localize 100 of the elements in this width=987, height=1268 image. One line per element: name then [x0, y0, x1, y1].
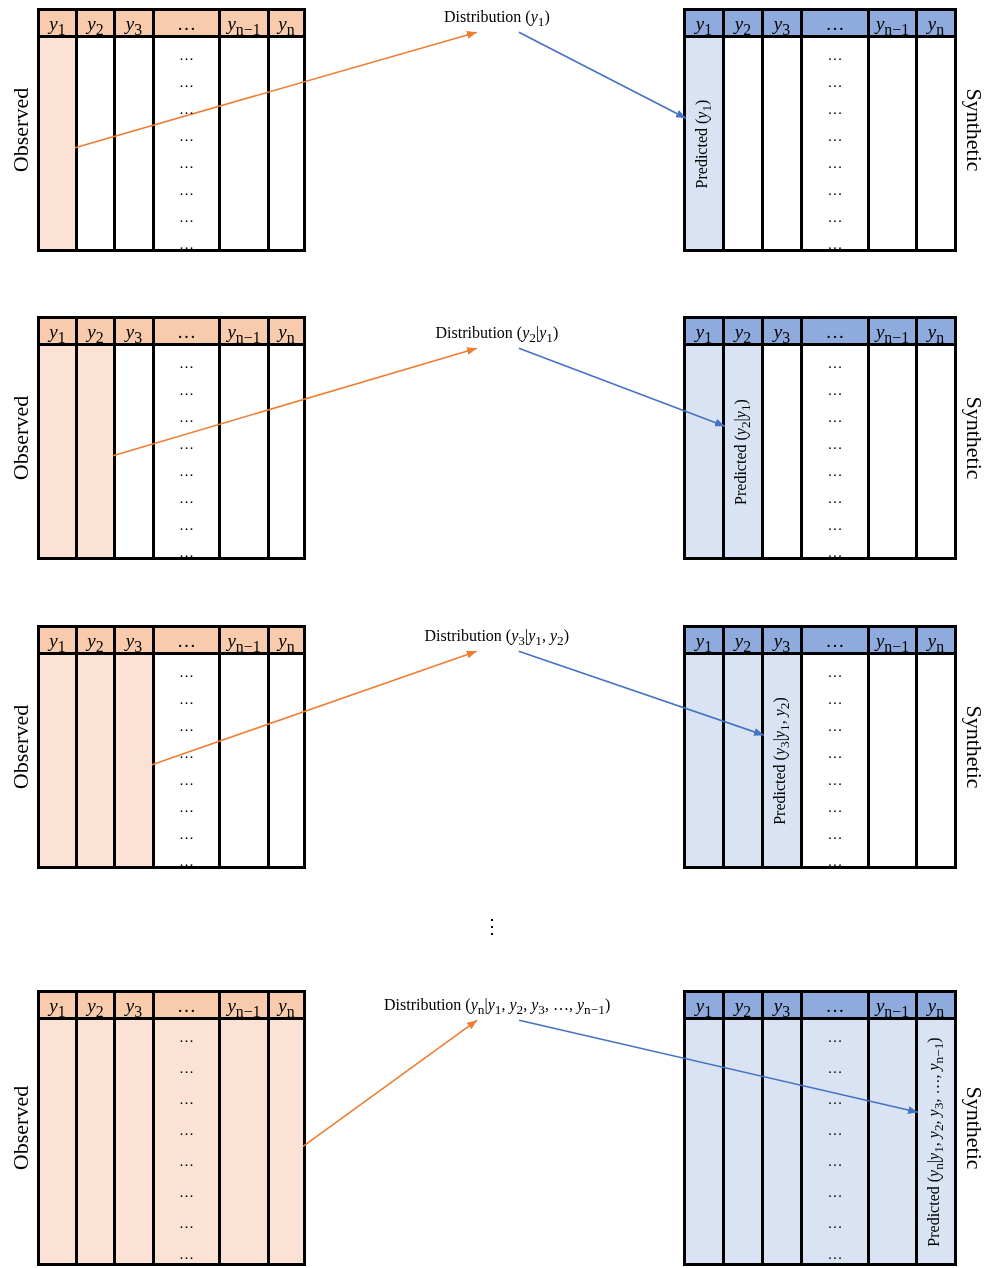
- column-header: y$_{n}$: [270, 319, 303, 343]
- column-header: y$_{3}$: [116, 628, 152, 652]
- ellipsis: …: [826, 48, 844, 63]
- column-header: y$_{n−1}$: [221, 319, 267, 343]
- ellipsis: …: [178, 464, 195, 479]
- column-header: y$_{3}$: [764, 11, 800, 35]
- column-header: …: [155, 319, 218, 343]
- column-header: y$_{1}$: [40, 11, 75, 35]
- arrow: [518, 1019, 919, 1114]
- ellipsis: …: [826, 1154, 844, 1169]
- ellipsis: …: [826, 464, 844, 479]
- column-header: y$_{3}$: [116, 11, 152, 35]
- column-header: y$_{2}$: [78, 993, 113, 1017]
- column-header: y$_{2}$: [78, 11, 113, 35]
- column-header: y$_{n−1}$: [870, 319, 915, 343]
- column-header: y$_{3}$: [116, 993, 152, 1017]
- distribution-label: Distribution (y$_{2}$|y$_{1}$): [435, 324, 559, 347]
- distribution-label: Distribution (y$_{3}$|y$_{1}$, y$_{2}$): [424, 627, 570, 650]
- ellipsis: …: [178, 518, 195, 533]
- column-header: y$_{n−1}$: [870, 993, 915, 1017]
- ellipsis: …: [826, 800, 844, 815]
- ellipsis: …: [178, 1216, 195, 1231]
- arrow: [518, 31, 687, 119]
- ellipsis: …: [826, 237, 844, 252]
- column-header: y$_{1}$: [686, 628, 722, 652]
- column-header: …: [803, 628, 867, 652]
- ellipsis: …: [826, 719, 844, 734]
- column-header: y$_{1}$: [40, 993, 75, 1017]
- ellipsis: …: [826, 545, 844, 560]
- arrow: [151, 650, 478, 766]
- ellipsis: …: [178, 183, 195, 198]
- ellipsis: …: [826, 75, 844, 90]
- ellipsis: …: [826, 356, 844, 371]
- ellipsis: …: [826, 156, 844, 171]
- column-header: y$_{2}$: [725, 11, 761, 35]
- ellipsis: …: [178, 75, 195, 90]
- ellipsis: …: [178, 773, 195, 788]
- ellipsis: …: [826, 854, 844, 869]
- table-heading: Observed: [8, 704, 35, 790]
- column-header: y$_{1}$: [686, 319, 722, 343]
- ellipsis: …: [178, 1123, 195, 1138]
- column-header: y$_{n−1}$: [870, 628, 915, 652]
- ellipsis: …: [826, 183, 844, 198]
- ellipsis: …: [826, 692, 844, 707]
- ellipsis: …: [178, 1030, 195, 1045]
- ellipsis: …: [178, 1185, 195, 1200]
- ellipsis: …: [826, 129, 844, 144]
- column-header: y$_{3}$: [764, 319, 800, 343]
- column-header: y$_{3}$: [116, 319, 152, 343]
- ellipsis: …: [178, 800, 195, 815]
- ellipsis: …: [826, 746, 844, 761]
- ellipsis: …: [826, 491, 844, 506]
- ellipsis: …: [178, 491, 195, 506]
- column-header: y$_{1}$: [40, 628, 75, 652]
- ellipsis: …: [826, 1216, 844, 1231]
- column-header: …: [803, 319, 867, 343]
- ellipsis: …: [826, 210, 844, 225]
- table-heading: Synthetic: [960, 88, 987, 172]
- column-header: y$_{n}$: [270, 11, 303, 35]
- ellipsis: …: [178, 665, 195, 680]
- column-header: y$_{2}$: [725, 319, 761, 343]
- column-header: y$_{n}$: [918, 319, 954, 343]
- column-header: y$_{1}$: [40, 319, 75, 343]
- ellipsis: …: [178, 1247, 195, 1262]
- column-header: y$_{n}$: [270, 993, 303, 1017]
- table-heading: Observed: [8, 87, 35, 173]
- shaded-column: [78, 346, 113, 557]
- ellipsis: …: [178, 129, 195, 144]
- column-header: y$_{n−1}$: [870, 11, 915, 35]
- ellipsis: …: [178, 1154, 195, 1169]
- ellipsis: …: [826, 1185, 844, 1200]
- ellipsis: ⋮: [482, 914, 502, 938]
- table-heading: Synthetic: [960, 1086, 987, 1170]
- ellipsis: …: [178, 719, 195, 734]
- ellipsis: …: [826, 827, 844, 842]
- column-header: …: [155, 628, 218, 652]
- shaded-column: [40, 38, 75, 249]
- ellipsis: …: [178, 48, 195, 63]
- ellipsis: …: [178, 410, 195, 425]
- ellipsis: …: [178, 1061, 195, 1076]
- arrow: [518, 347, 726, 427]
- ellipsis: …: [178, 854, 195, 869]
- ellipsis: …: [826, 1247, 844, 1262]
- column-header: y$_{3}$: [764, 993, 800, 1017]
- ellipsis: …: [826, 410, 844, 425]
- ellipsis: …: [178, 156, 195, 171]
- column-header: y$_{n}$: [918, 628, 954, 652]
- ellipsis: …: [826, 773, 844, 788]
- table-heading: Synthetic: [960, 396, 987, 480]
- ellipsis: …: [826, 383, 844, 398]
- ellipsis: …: [826, 1030, 844, 1045]
- column-header: y$_{2}$: [725, 628, 761, 652]
- ellipsis: …: [178, 356, 195, 371]
- table-heading: Observed: [8, 395, 35, 481]
- arrow: [302, 1019, 478, 1148]
- ellipsis: …: [826, 437, 844, 452]
- table-heading: Synthetic: [960, 705, 987, 789]
- distribution-label: Distribution (y$_{1}$): [444, 8, 550, 31]
- table-heading: Observed: [8, 1085, 35, 1171]
- ellipsis: …: [178, 437, 195, 452]
